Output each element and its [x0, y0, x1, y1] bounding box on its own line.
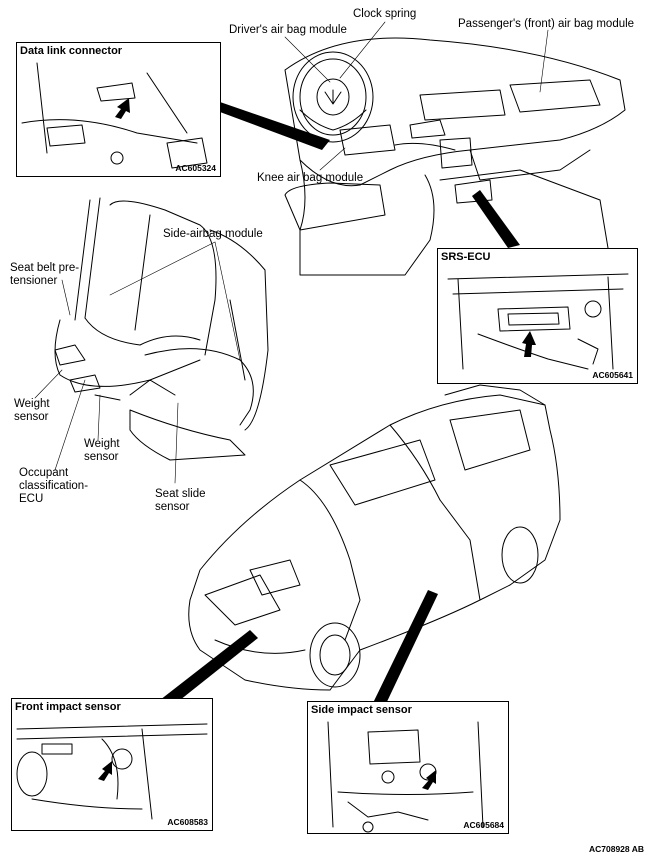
- side-airbag-label: Side-airbag module: [163, 228, 263, 240]
- seat-leaders: [34, 241, 241, 484]
- arrow-to-data-link: [220, 102, 330, 150]
- side-impact-sensor-drawing: [327, 721, 484, 833]
- front-impact-sensor-title: Front impact sensor: [15, 701, 123, 713]
- passengers-air-bag-label: Passenger's (front) air bag module: [458, 18, 635, 30]
- knee-air-bag-label: Knee air bag module: [257, 172, 364, 184]
- arrow-to-srs-ecu: [472, 190, 520, 248]
- side-impact-sensor-inset: Side impact sensor AC605684: [307, 701, 509, 834]
- front-impact-sensor-drawing: [16, 723, 208, 820]
- front-impact-sensor-inset: Front impact sensor AC608583: [11, 698, 213, 831]
- data-link-connector-inset: Data link connector AC605324: [16, 42, 221, 177]
- weight-sensor-label-1: Weight sensor: [14, 398, 50, 423]
- srs-ecu-code: AC605641: [592, 370, 633, 380]
- srs-ecu-inset: SRS-ECU AC605641: [437, 248, 638, 384]
- srs-ecu-title: SRS-ECU: [441, 251, 493, 263]
- arrow-to-front-impact: [160, 630, 258, 708]
- seat-belt-pretensioner-label: Seat belt pre-tensioner: [10, 262, 80, 287]
- srs-ecu-drawing: [447, 273, 629, 370]
- dashboard-drawing: [284, 37, 626, 276]
- clock-spring-label: Clock spring: [353, 8, 417, 20]
- weight-sensor-label-2: Weight sensor: [84, 438, 120, 463]
- figure-code: AC708928 AB: [589, 843, 644, 856]
- steering-wheel-drawing: [292, 51, 374, 143]
- data-link-connector-title: Data link connector: [20, 45, 125, 57]
- figure-code-number: AC708928: [589, 844, 630, 854]
- side-impact-sensor-code: AC605684: [463, 820, 504, 830]
- dashboard-leaders: [284, 21, 549, 171]
- front-impact-sensor-code: AC608583: [167, 817, 208, 827]
- side-impact-sensor-title: Side impact sensor: [311, 704, 414, 716]
- figure-code-suffix: AB: [631, 844, 644, 854]
- car-drawing: [188, 384, 561, 691]
- data-link-connector-code: AC605324: [175, 163, 216, 173]
- data-link-connector-drawing: [21, 62, 208, 169]
- arrow-to-side-impact: [372, 590, 438, 708]
- drivers-air-bag-label: Driver's air bag module: [229, 24, 347, 36]
- occupant-ecu-label: Occupant classification-ECU: [19, 467, 89, 505]
- seat-slide-sensor-label: Seat slide sensor: [155, 488, 206, 513]
